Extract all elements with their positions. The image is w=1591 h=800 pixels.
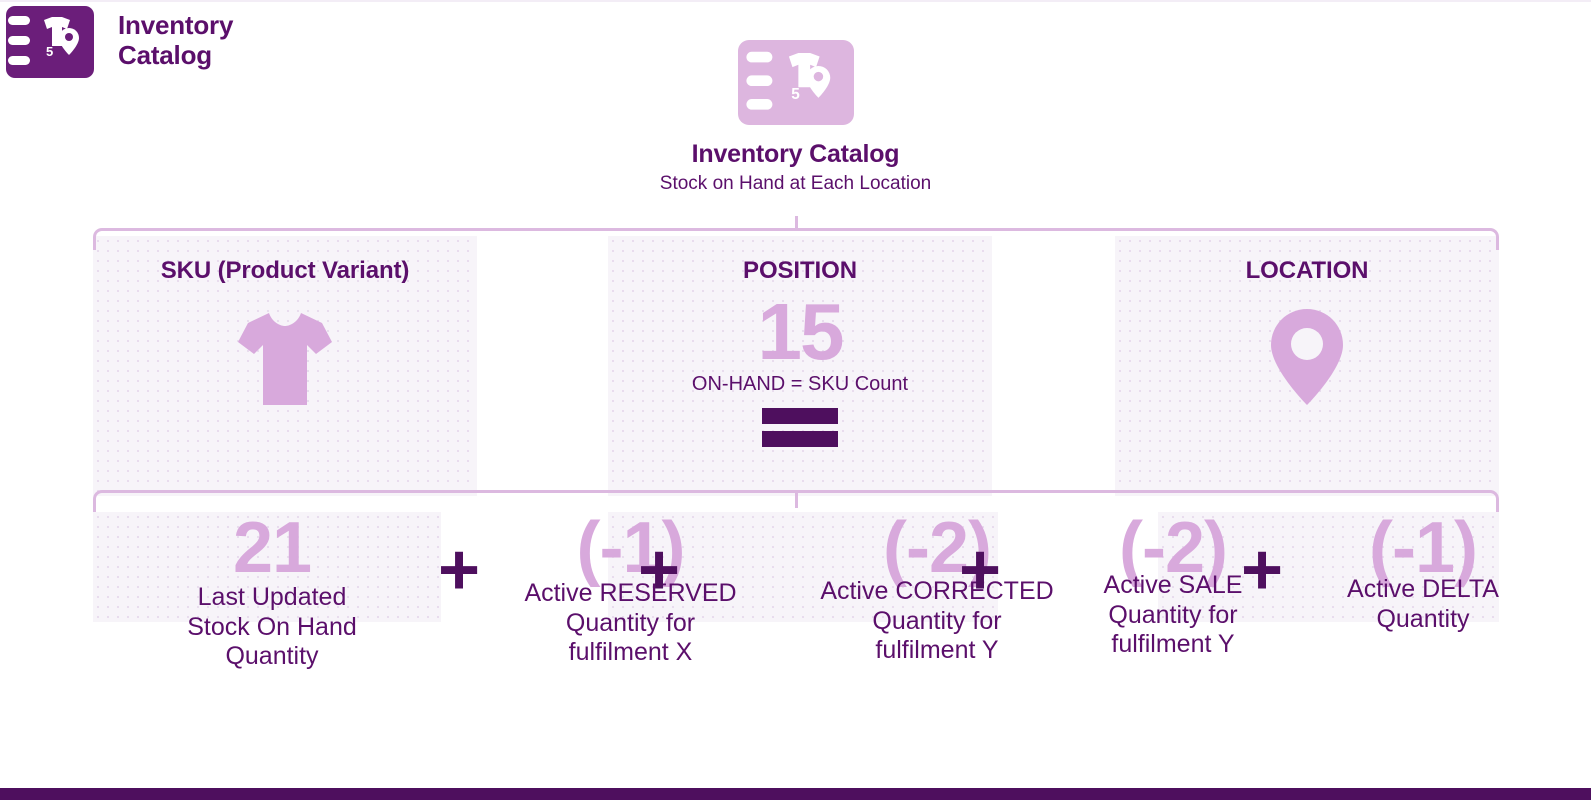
column-sku-title: SKU (Product Variant) [160,257,410,284]
operator-plus-2: + [638,530,681,610]
formula-term-2: (-1) Active RESERVED Quantity for fulfil… [423,508,838,668]
formula-row: 21 Last Updated Stock On Hand Quantity +… [93,508,1499,722]
position-value: 15 [757,287,845,376]
diagram-header: 5 Inventory Catalog Stock on Hand at Eac… [0,40,1591,195]
svg-text:5: 5 [46,44,53,59]
formula-panel-1 [93,512,441,622]
columns-row: SKU (Product Variant) POSITION 15 ON-HAN… [93,236,1499,496]
formula-term-5-label: Active DELTA Quantity [1347,575,1499,633]
operator-plus-1: + [438,530,481,610]
svg-text:5: 5 [791,86,800,103]
formula-term-3-label: Active CORRECTED Quantity for fulfilment… [820,577,1054,665]
operator-plus-3: + [959,530,1002,610]
formula-term-3-value: (-2) [883,508,992,588]
inventory-catalog-icon-large: 5 [737,40,854,125]
formula-term-2-value: (-1) [576,508,686,588]
formula-term-4-value: (-2) [1119,508,1228,588]
position-note: ON-HAND = SKU Count [691,372,909,395]
header-subtitle: Stock on Hand at Each Location [659,173,932,194]
bracket-bottom-tick [794,493,798,508]
column-position-body: 15 ON-HAND = SKU Count [692,285,908,496]
bracket-top-tick [794,216,798,231]
brand-title-line1: Inventory [118,10,234,40]
formula-term-5: (-1) Active DELTA Quantity [1253,508,1591,634]
formula-term-1: 21 Last Updated Stock On Hand Quantity [137,508,407,672]
formula-term-4: (-2) Active SALE Quantity for fulfilment… [998,508,1348,660]
column-location: LOCATION [1115,236,1499,496]
inventory-diagram: SKU (Product Variant) POSITION 15 ON-HAN… [93,216,1499,728]
operator-plus-4: + [1241,530,1284,610]
column-position-title: POSITION [743,257,857,284]
equals-icon [761,407,838,447]
header-title: Inventory Catalog [691,140,900,168]
formula-term-5-value: (-1) [1369,508,1478,588]
bracket-top [93,216,1499,250]
formula-panel-3 [1158,512,1499,622]
brand-header: 5 Inventory Catalog [6,6,233,78]
map-pin-icon [1271,309,1343,405]
formula-term-2-label: Active RESERVED Quantity for fulfilment … [524,579,737,667]
formula-term-1-value: 21 [232,508,312,588]
column-location-body [1264,285,1350,496]
column-location-title: LOCATION [1245,257,1369,284]
inventory-catalog-icon: 5 [6,6,94,78]
column-sku: SKU (Product Variant) [93,236,477,496]
tshirt-icon [238,313,332,405]
column-sku-body [232,285,338,496]
formula-panel-2 [608,512,998,622]
formula-term-1-label: Last Updated Stock On Hand Quantity [187,583,357,671]
top-hairline [0,0,1591,2]
column-position: POSITION 15 ON-HAND = SKU Count [608,236,992,496]
formula-term-4-label: Active SALE Quantity for fulfilment Y [1103,571,1243,659]
bracket-bottom [93,490,1499,512]
bottom-accent-bar [0,788,1591,800]
formula-term-3: (-2) Active CORRECTED Quantity for fulfi… [727,508,1147,666]
brand-title: Inventory Catalog [118,6,233,70]
panel-position [608,236,992,496]
brand-title-line2: Catalog [118,40,212,71]
